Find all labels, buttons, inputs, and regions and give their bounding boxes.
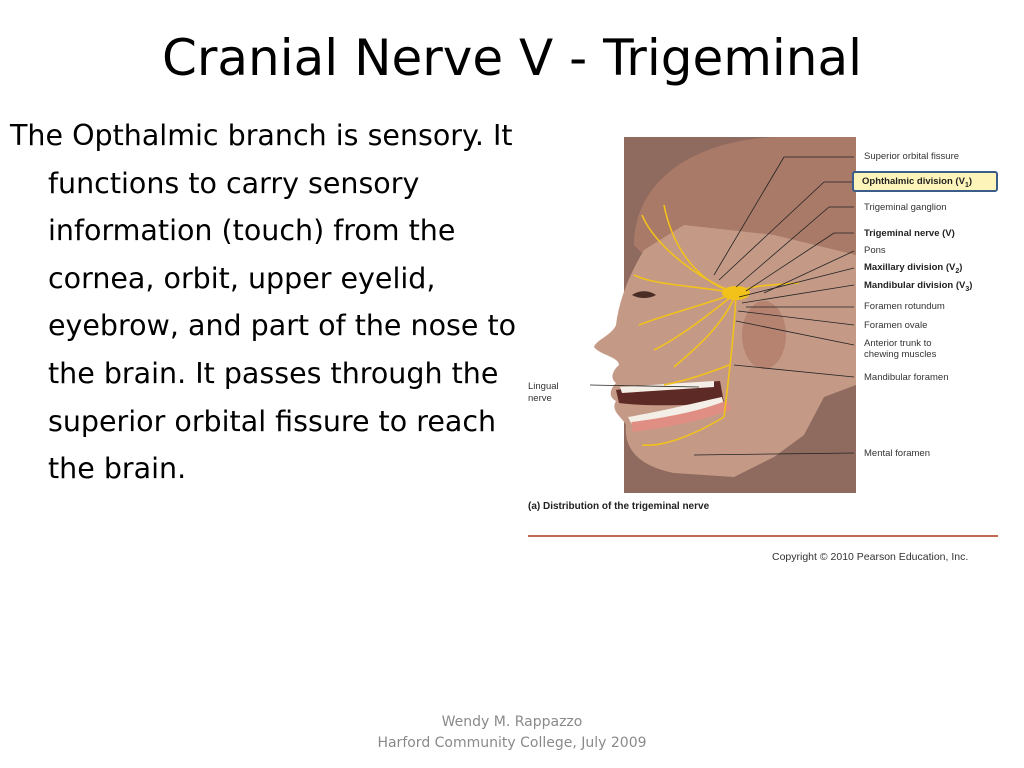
label-mandibular-paren: ) bbox=[969, 280, 973, 291]
ear-shape bbox=[742, 301, 786, 369]
label-ophthalmic-division: Ophthalmic division (V1) bbox=[862, 176, 972, 191]
footer-author: Wendy M. Rappazzo bbox=[441, 714, 583, 730]
ophthalmic-highlight-box bbox=[852, 171, 998, 192]
slide-body-text: The Opthalmic branch is sensory. It func… bbox=[10, 119, 517, 486]
slide-title: Cranial Nerve V - Trigeminal bbox=[161, 29, 863, 87]
label-ophthalmic-subscript: 1 bbox=[964, 181, 969, 189]
head-illustration bbox=[589, 137, 856, 493]
label-ophthalmic-paren: ) bbox=[968, 176, 973, 187]
tongue bbox=[631, 400, 731, 432]
label-ophthalmic-text: Ophthalmic division (V bbox=[862, 176, 965, 187]
label-anterior-trunk-line1: Anterior trunk to bbox=[864, 338, 932, 349]
label-trigeminal-ganglion: Trigeminal ganglion bbox=[864, 202, 947, 213]
trigeminal-nerve-figure: Superior orbital fissure Ophthalmic divi… bbox=[524, 135, 1004, 565]
label-pons: Pons bbox=[864, 245, 886, 256]
label-mandibular-division: Mandibular division (V3) bbox=[864, 280, 972, 295]
figure-divider bbox=[528, 535, 998, 537]
label-maxillary-subscript: 2 bbox=[955, 267, 960, 275]
label-anterior-trunk-line2: chewing muscles bbox=[864, 349, 937, 360]
figure-caption: (a) Distribution of the trigeminal nerve bbox=[528, 501, 710, 512]
footer-institution: Harford Community College, July 2009 bbox=[377, 735, 647, 751]
trigeminal-ganglion-mark bbox=[722, 286, 750, 300]
label-foramen-ovale: Foramen ovale bbox=[864, 320, 928, 331]
eye-shape bbox=[632, 291, 656, 298]
figure-copyright: Copyright © 2010 Pearson Education, Inc. bbox=[772, 551, 969, 563]
slide-footer: Wendy M. Rappazzo Harford Community Coll… bbox=[0, 712, 1024, 754]
label-mandibular-text: Mandibular division (V bbox=[864, 280, 966, 291]
label-superior-orbital-fissure: Superior orbital fissure bbox=[864, 151, 960, 162]
label-maxillary-text: Maxillary division (V bbox=[864, 262, 956, 273]
label-foramen-rotundum: Foramen rotundum bbox=[864, 301, 945, 312]
lower-teeth bbox=[628, 397, 724, 425]
label-lingual-nerve-line1: Lingual bbox=[528, 381, 559, 392]
label-trigeminal-nerve: Trigeminal nerve (V) bbox=[864, 228, 955, 239]
label-mandibular-foramen: Mandibular foramen bbox=[864, 372, 949, 383]
label-maxillary-division: Maxillary division (V2) bbox=[864, 262, 962, 277]
leader-lines bbox=[589, 156, 855, 456]
upper-teeth bbox=[620, 381, 714, 393]
label-mandibular-subscript: 3 bbox=[965, 285, 970, 293]
label-mental-foramen: Mental foramen bbox=[864, 448, 931, 459]
label-lingual-nerve-line2: nerve bbox=[528, 393, 552, 404]
label-maxillary-paren: ) bbox=[959, 262, 963, 273]
